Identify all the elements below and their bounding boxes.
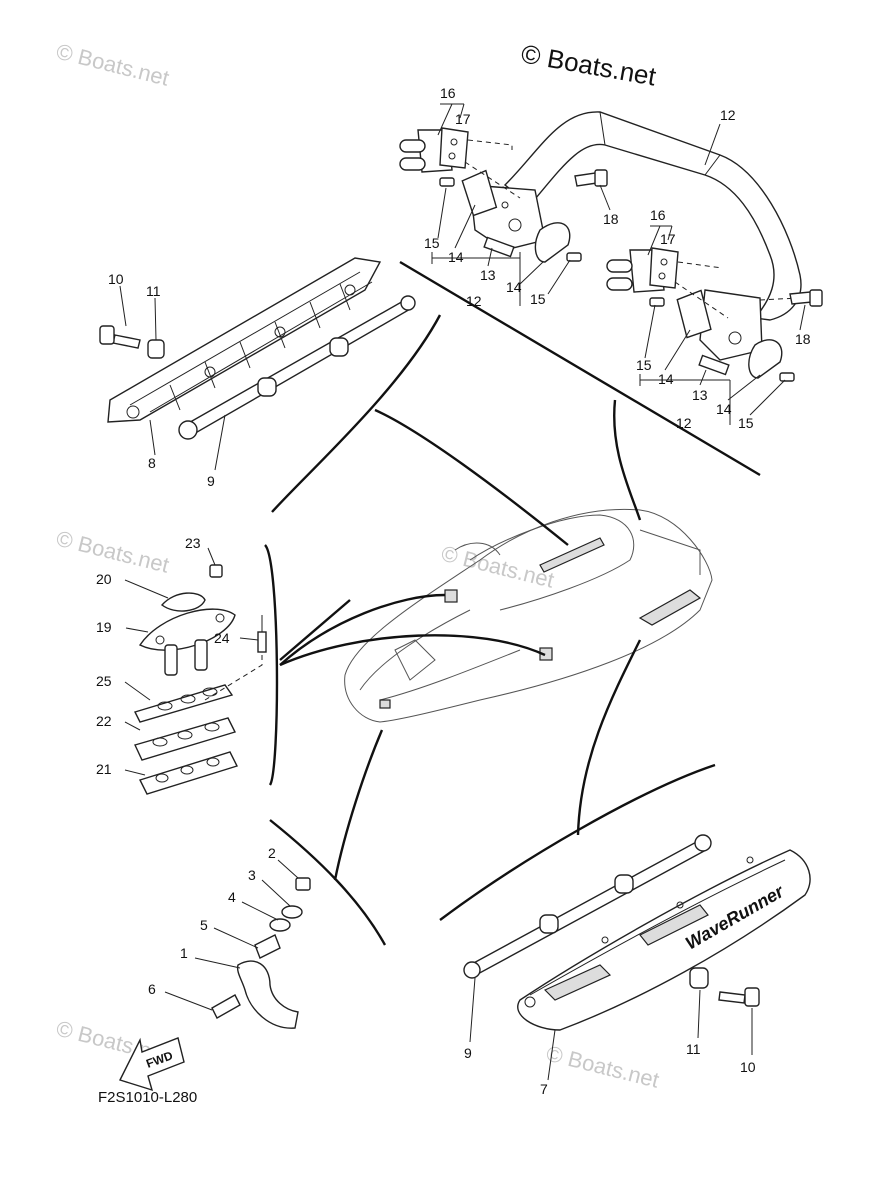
callout-9: 9 [207, 473, 215, 489]
connector-lines [269, 260, 761, 946]
watercraft-outline [344, 508, 713, 723]
upper-rail-assembly: 10 11 8 9 [99, 257, 416, 489]
grab-bar-assembly: 16 17 12 18 15 14 13 12 14 15 16 17 18 1… [399, 85, 823, 431]
callout-8: 8 [148, 455, 156, 471]
callout-1: 1 [180, 945, 188, 961]
callout-11: 11 [686, 1041, 701, 1057]
fwd-arrow-icon [119, 1037, 185, 1092]
callout-15: 15 [424, 235, 440, 251]
diagram-code: F2S1010-L280 [98, 1089, 197, 1106]
callout-21: 21 [96, 761, 112, 777]
callout-13: 13 [480, 267, 496, 283]
callout-25: 25 [96, 673, 112, 689]
watermark: © Boats.net [544, 1041, 662, 1093]
handle-assembly: 2 3 4 5 1 6 FWD F2S1010-L280 [98, 845, 311, 1106]
callout-15: 15 [738, 415, 754, 431]
callout-16: 16 [440, 85, 456, 101]
callout-24: 24 [214, 630, 230, 646]
callout-23: 23 [185, 535, 201, 551]
callout-22: 22 [96, 713, 112, 729]
callout-9: 9 [464, 1045, 472, 1061]
cleat-assembly: 23 20 19 24 25 22 21 [96, 535, 279, 795]
lower-rail-assembly: WaveRunner 9 7 11 10 [463, 834, 811, 1097]
watermark: © Boats.net [439, 541, 557, 593]
callout-6: 6 [148, 981, 156, 997]
callout-14: 14 [716, 401, 732, 417]
callout-17: 17 [660, 231, 676, 247]
callout-5: 5 [200, 917, 208, 933]
callout-15: 15 [530, 291, 546, 307]
callout-16: 16 [650, 207, 666, 223]
callout-10: 10 [108, 271, 124, 287]
brand-text: © Boats.net [519, 38, 659, 91]
callout-12: 12 [466, 293, 482, 309]
watermark: © Boats.net [54, 39, 172, 91]
callout-19: 19 [96, 619, 112, 635]
callout-4: 4 [228, 889, 236, 905]
callout-3: 3 [248, 867, 256, 883]
callout-15: 15 [636, 357, 652, 373]
callout-18: 18 [603, 211, 619, 227]
callout-14: 14 [658, 371, 674, 387]
callout-2: 2 [268, 845, 276, 861]
watermark: © Boats.net [54, 526, 172, 578]
callout-18: 18 [795, 331, 811, 347]
callout-10: 10 [740, 1059, 756, 1075]
callout-11: 11 [146, 283, 161, 299]
callout-14: 14 [506, 279, 522, 295]
callout-20: 20 [96, 571, 112, 587]
callout-7: 7 [540, 1081, 548, 1097]
callout-14: 14 [448, 249, 464, 265]
callout-13: 13 [692, 387, 708, 403]
callout-17: 17 [455, 111, 471, 127]
callout-12: 12 [720, 107, 736, 123]
watermarks: © Boats.net © Boats.net © Boats.net © Bo… [54, 39, 662, 1093]
